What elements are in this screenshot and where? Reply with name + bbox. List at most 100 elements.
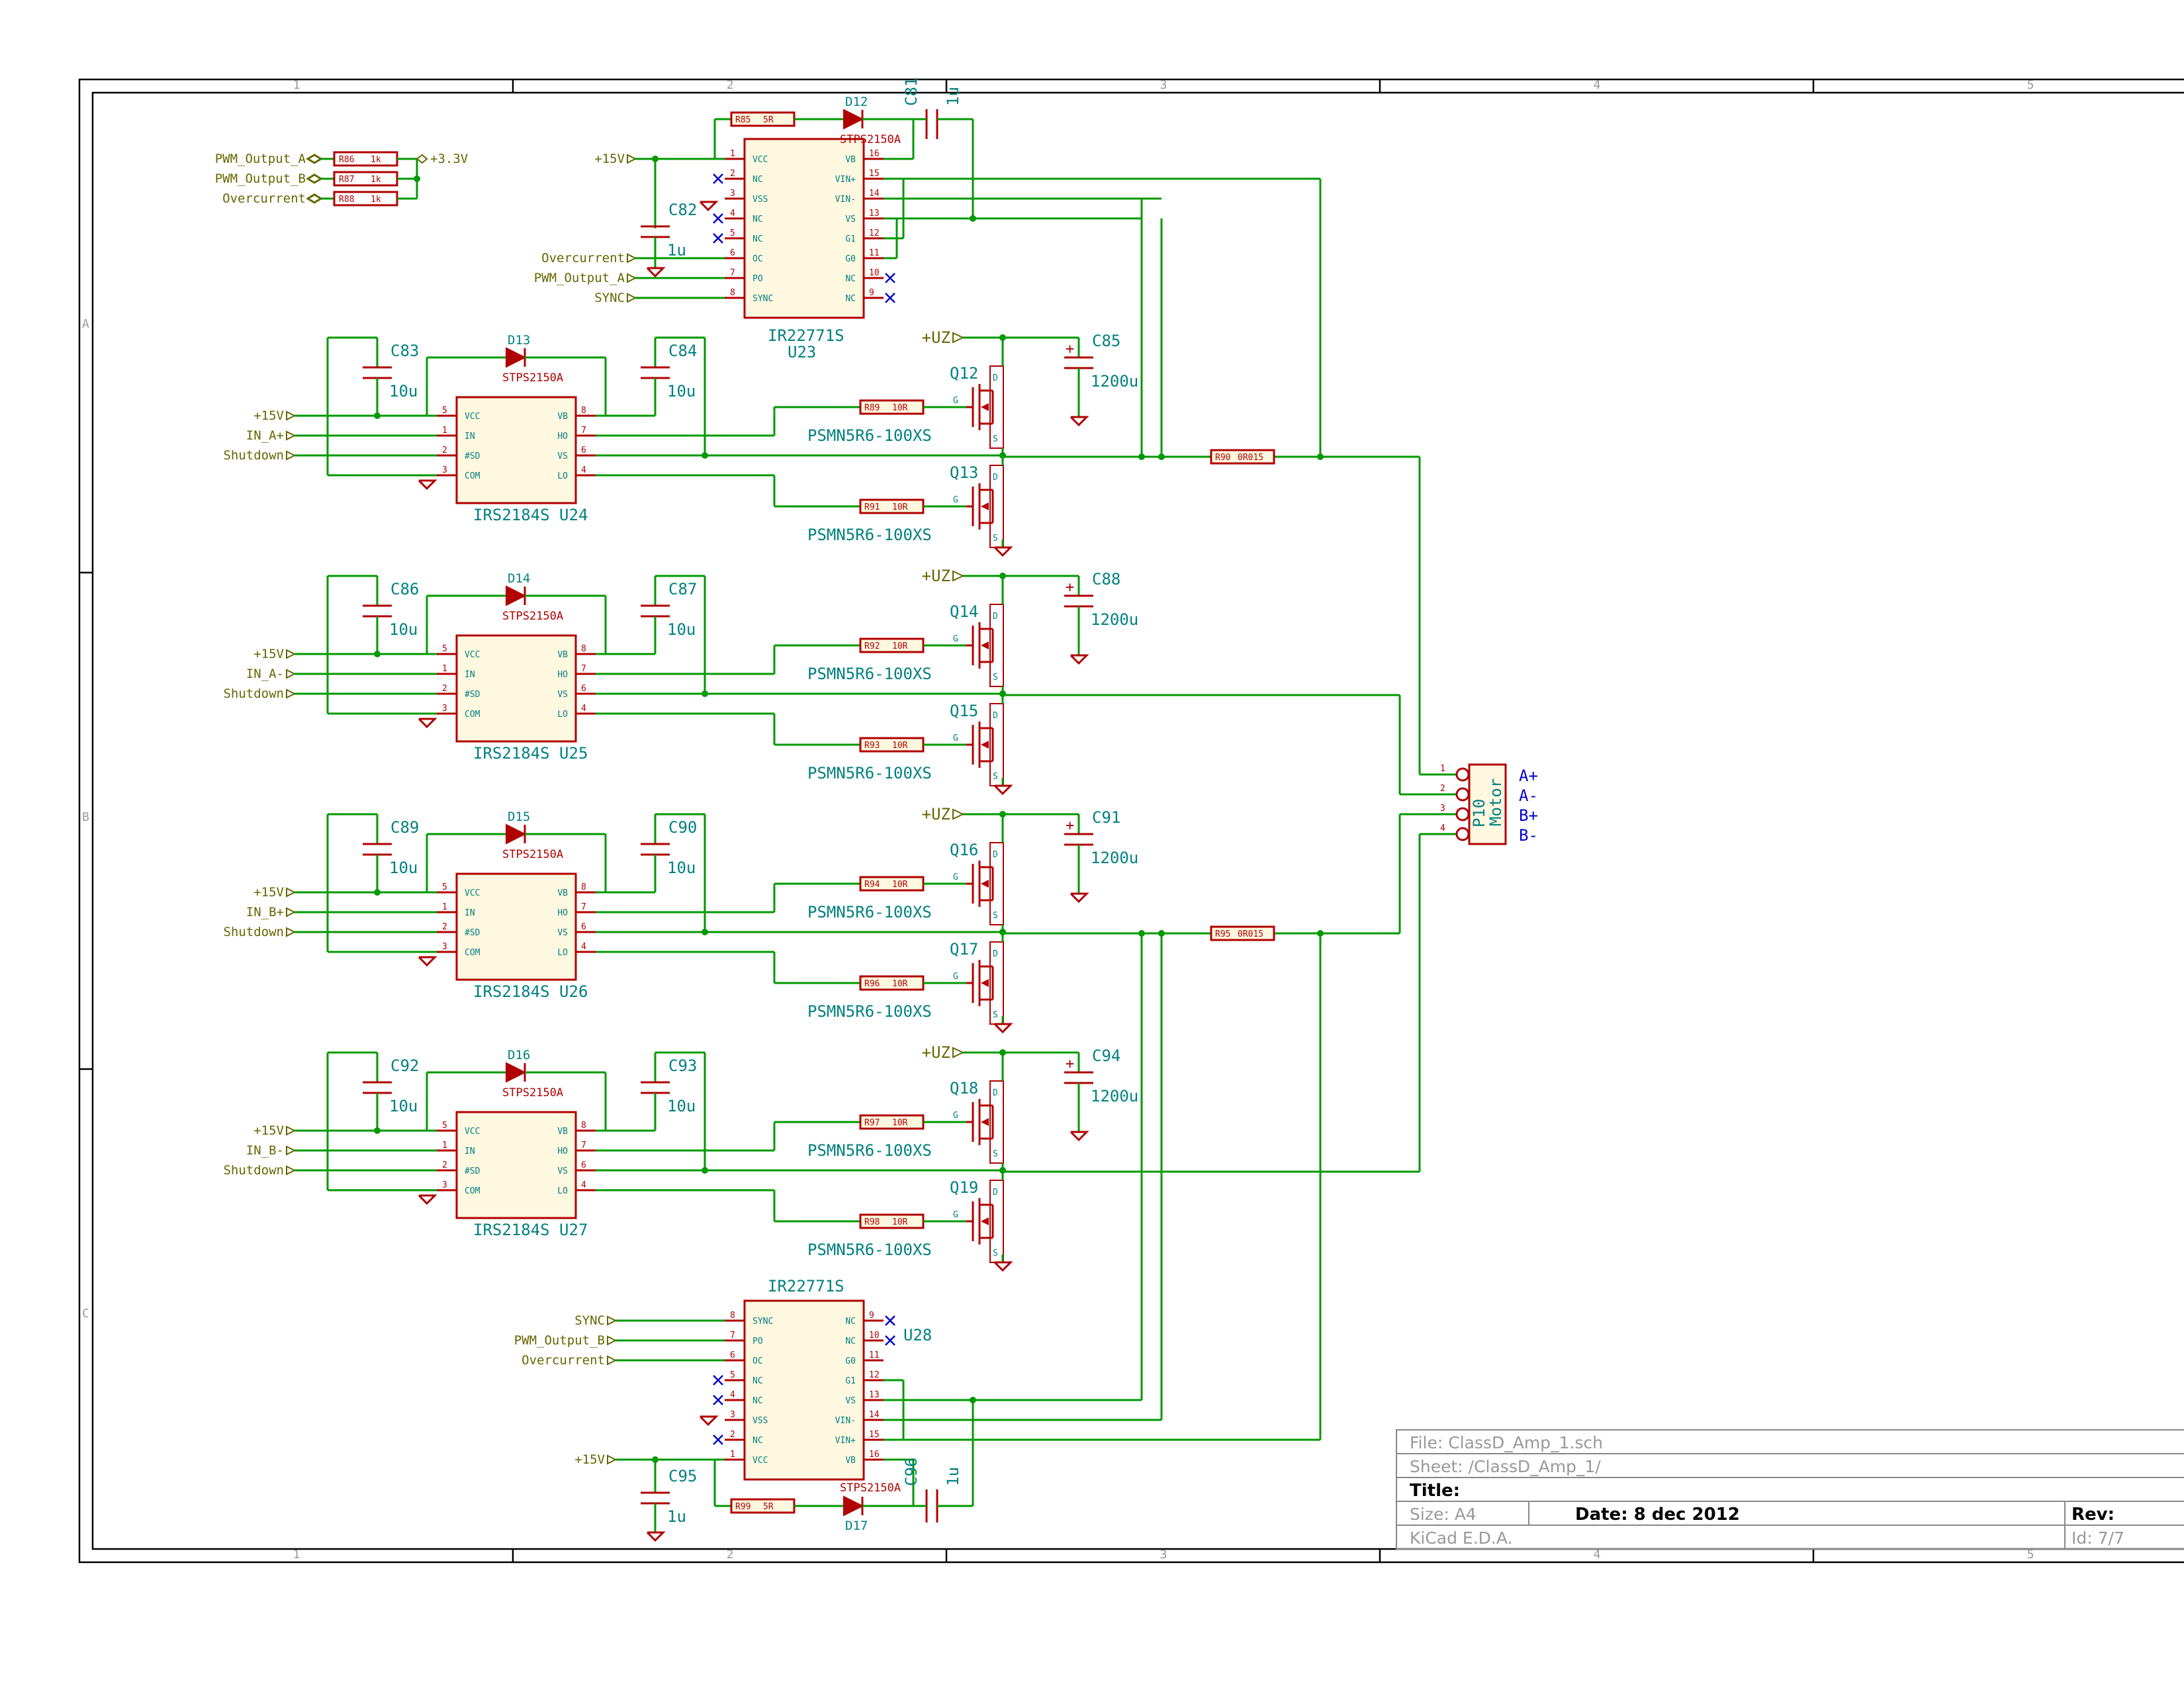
no-connect-mark <box>713 233 723 244</box>
svg-text:C84: C84 <box>668 342 697 360</box>
driver-ic-label: IRS2184S U24 <box>473 506 588 524</box>
svg-text:2: 2 <box>442 445 447 455</box>
no-connect-mark <box>885 293 895 303</box>
svg-text:IN_A-: IN_A- <box>246 667 284 681</box>
svg-text:C: C <box>82 1307 89 1321</box>
svg-text:10u: 10u <box>667 620 696 639</box>
ground-symbol <box>1069 1131 1089 1142</box>
svg-text:7: 7 <box>581 664 586 674</box>
svg-text:8: 8 <box>581 1121 586 1131</box>
label-input: IN_A- <box>246 667 296 681</box>
svg-text:Shutdown: Shutdown <box>223 686 284 701</box>
svg-text:R90: R90 <box>1215 453 1230 463</box>
label-vcc: +15V <box>253 1123 296 1138</box>
label-u23-vcc: +15V <box>594 152 637 166</box>
svg-text:7: 7 <box>730 268 735 278</box>
svg-text:10R: 10R <box>892 741 908 751</box>
svg-text:IN: IN <box>465 670 475 680</box>
svg-text:C87: C87 <box>668 580 697 598</box>
resistor-r87: R87 1k <box>333 171 398 187</box>
svg-text:S: S <box>993 1149 998 1159</box>
svg-text:11: 11 <box>869 248 880 258</box>
driver-ic-body <box>455 634 577 743</box>
svg-text:C95: C95 <box>668 1467 697 1485</box>
label-shutdown: Shutdown <box>223 1163 296 1178</box>
svg-text:3: 3 <box>1160 78 1167 92</box>
svg-text:S: S <box>993 911 998 921</box>
svg-text:VB: VB <box>557 1127 568 1137</box>
svg-text:10u: 10u <box>389 859 418 877</box>
svg-text:4: 4 <box>1594 78 1601 92</box>
svg-text:3: 3 <box>442 465 447 475</box>
ground-symbol <box>646 1531 666 1542</box>
svg-text:PSMN5R6-100XS: PSMN5R6-100XS <box>807 1141 932 1160</box>
title-block-file: File: ClassD_Amp_1.sch <box>1410 1433 1603 1452</box>
svg-text:IN_B-: IN_B- <box>246 1143 284 1158</box>
cap-right: C87 10u <box>641 580 697 639</box>
svg-text:Shutdown: Shutdown <box>223 448 284 463</box>
svg-text:COM: COM <box>465 710 480 720</box>
ground-symbol <box>699 201 719 212</box>
svg-text:9: 9 <box>869 1311 874 1321</box>
label-u28-vcc: +15V <box>574 1452 617 1467</box>
svg-text:C96: C96 <box>902 1458 921 1486</box>
driver-ic-body <box>455 1111 577 1219</box>
svg-text:D16: D16 <box>508 1048 530 1062</box>
svg-text:16: 16 <box>869 149 880 159</box>
svg-text:R95: R95 <box>1215 929 1230 939</box>
svg-text:5R: 5R <box>763 1502 774 1512</box>
svg-text:VCC: VCC <box>465 412 480 422</box>
svg-text:PSMN5R6-100XS: PSMN5R6-100XS <box>807 1241 932 1259</box>
svg-text:1: 1 <box>442 426 447 436</box>
svg-text:S: S <box>993 434 998 444</box>
motor-net-a-minus: A- <box>1519 786 1538 805</box>
ground-symbol <box>646 267 666 278</box>
svg-text:STPS2150A: STPS2150A <box>502 1086 563 1100</box>
driver-ic-label: IRS2184S U25 <box>473 744 588 763</box>
svg-text:PSMN5R6-100XS: PSMN5R6-100XS <box>807 903 932 921</box>
svg-text:C88: C88 <box>1092 570 1120 588</box>
label-shutdown: Shutdown <box>223 686 296 701</box>
label-u28-overcurrent: Overcurrent <box>522 1353 617 1368</box>
svg-text:5: 5 <box>442 406 447 416</box>
svg-text:16: 16 <box>869 1450 880 1460</box>
svg-text:LO: LO <box>557 471 568 481</box>
svg-text:PSMN5R6-100XS: PSMN5R6-100XS <box>807 1002 932 1021</box>
svg-text:IN_B+: IN_B+ <box>246 905 284 919</box>
resistor-r86: R86 1k <box>333 151 398 167</box>
svg-text:IN_A+: IN_A+ <box>246 428 284 443</box>
svg-text:R86: R86 <box>339 155 354 165</box>
svg-text:LO: LO <box>557 948 568 958</box>
svg-text:VS: VS <box>845 214 856 224</box>
svg-text:Q16: Q16 <box>950 841 978 859</box>
svg-text:C94: C94 <box>1092 1047 1120 1065</box>
ground-symbol <box>418 479 437 491</box>
svg-text:IN: IN <box>465 1147 475 1156</box>
svg-text:1200u: 1200u <box>1091 1087 1138 1105</box>
gate-driver-u23: 1VCC2NC3VSS4NC5NC6OC7PO8SYNC16VB15VIN+14… <box>534 77 1320 361</box>
svg-text:7: 7 <box>730 1331 735 1340</box>
svg-text:COM: COM <box>465 948 480 958</box>
svg-text:1u: 1u <box>667 241 686 259</box>
svg-text:S: S <box>993 772 998 782</box>
svg-text:12: 12 <box>869 1370 880 1380</box>
shunt-r95: R95 0R015 <box>1210 925 1275 941</box>
svg-text:1: 1 <box>730 149 735 159</box>
svg-text:R99: R99 <box>735 1502 751 1512</box>
motor-connector-p10: 1 2 3 4 P10 Motor A+ A- B+ B- <box>1440 763 1538 845</box>
no-connect-mark <box>713 1434 723 1445</box>
svg-text:3: 3 <box>730 189 735 199</box>
svg-text:4: 4 <box>581 1180 586 1190</box>
svg-text:G0: G0 <box>845 254 856 264</box>
svg-text:G: G <box>953 972 958 982</box>
no-connect-mark <box>885 1335 895 1346</box>
svg-text:3: 3 <box>1440 804 1445 814</box>
